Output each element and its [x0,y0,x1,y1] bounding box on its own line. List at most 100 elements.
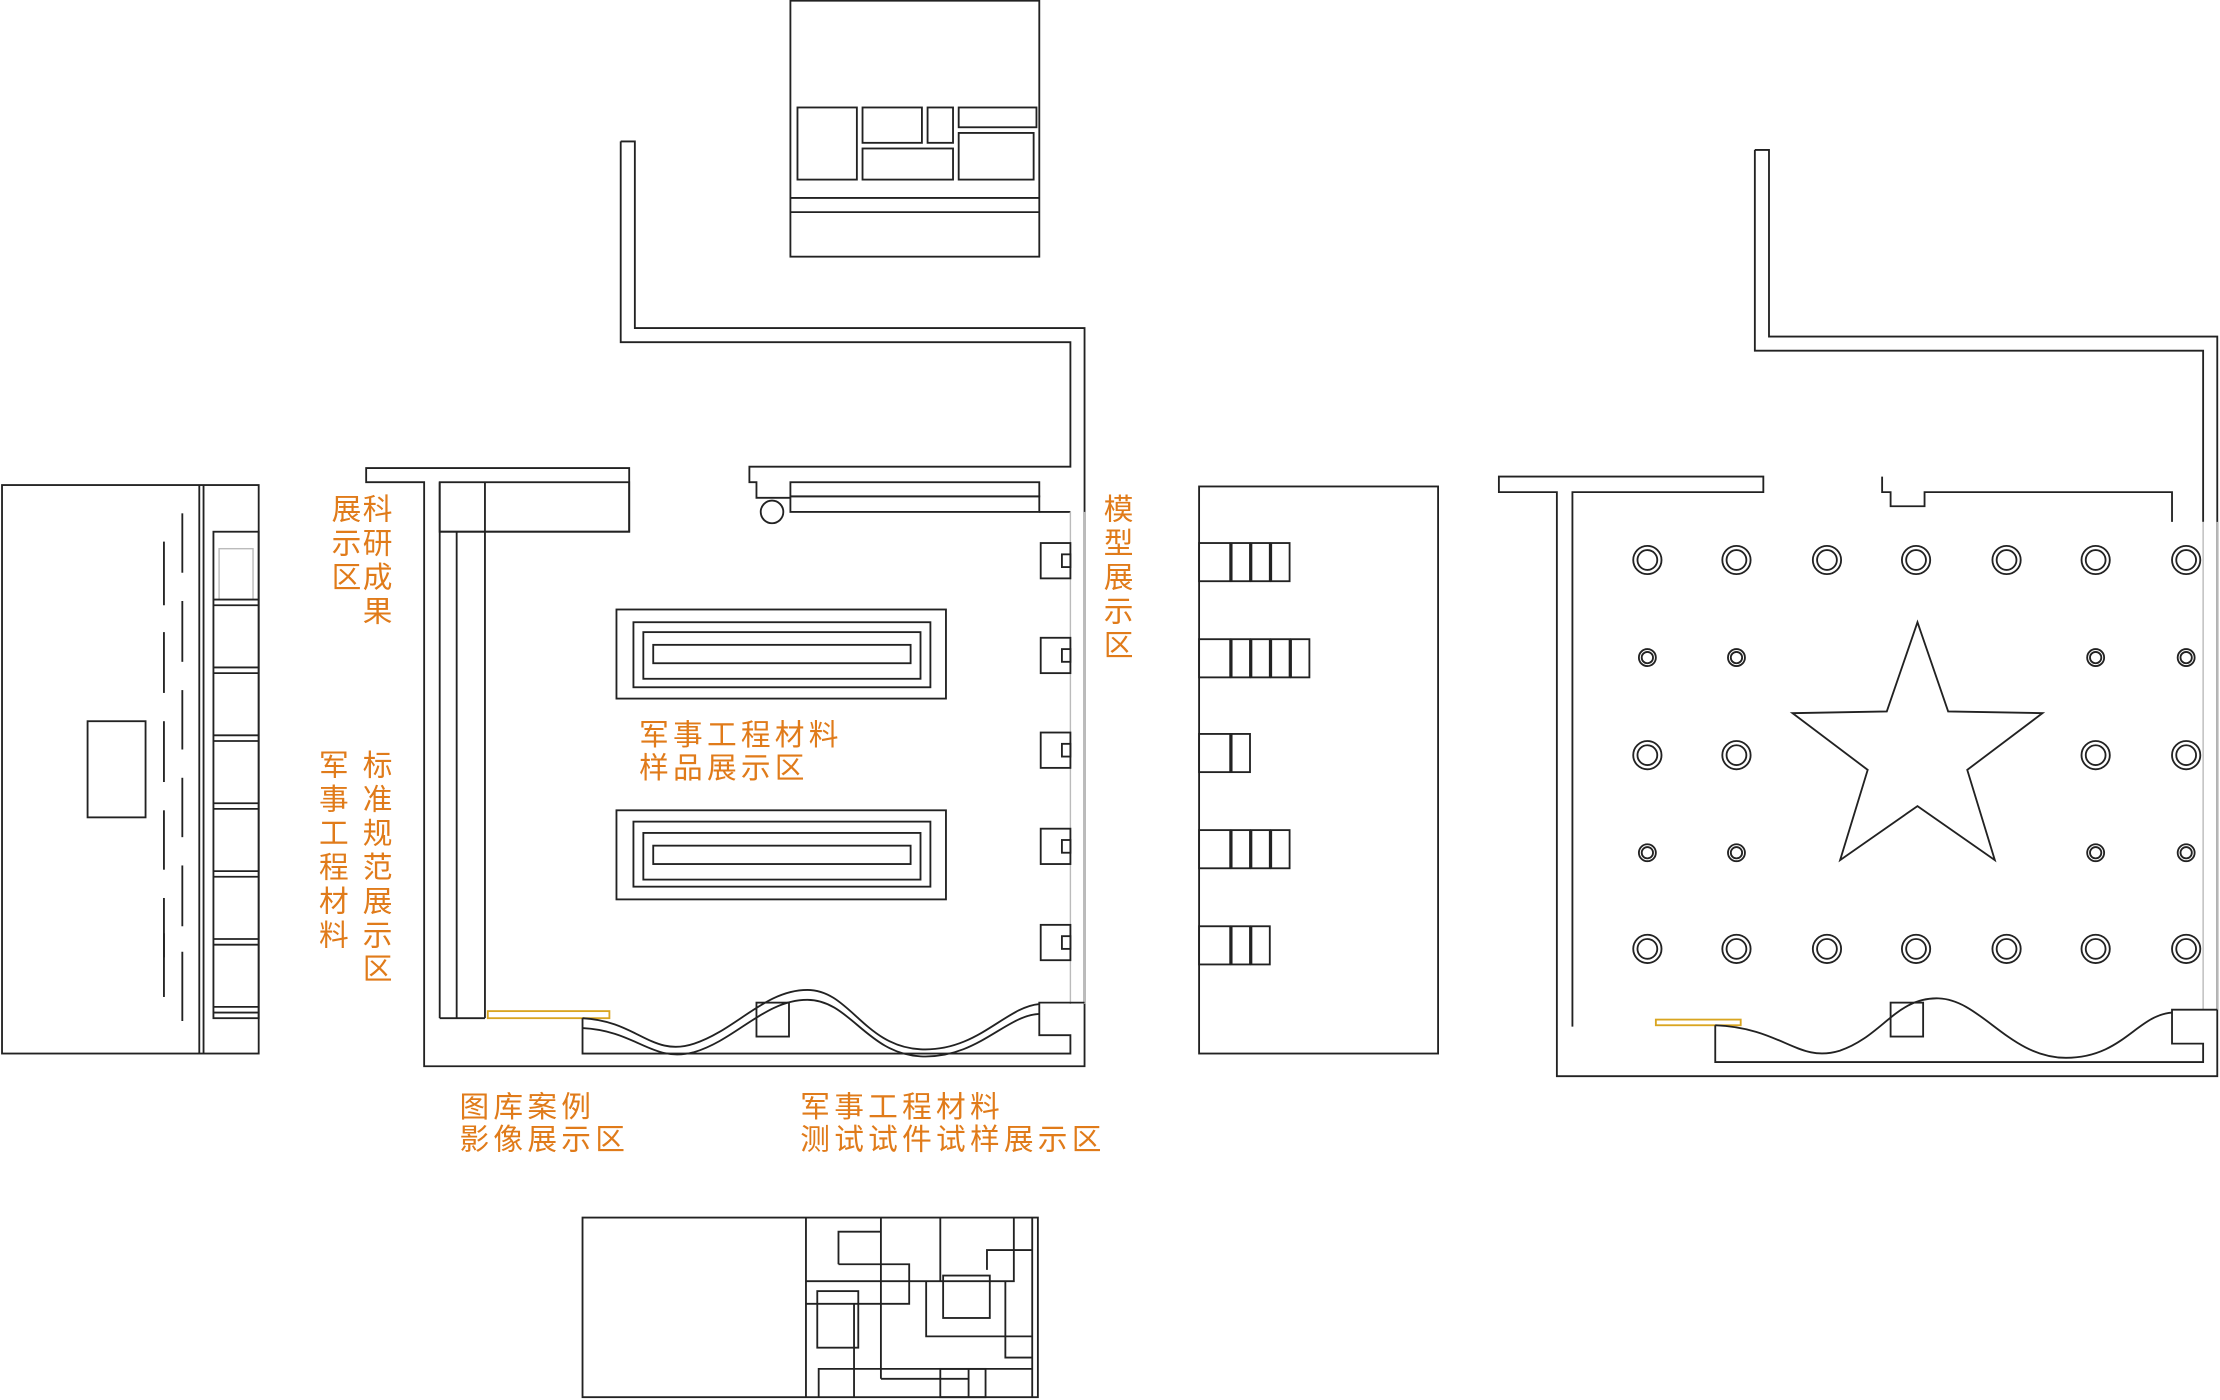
sample-display-table [615,809,947,901]
label-model-area: 模型展示区 [1098,494,1133,664]
ceiling-light-inner [1905,938,1927,960]
label-samples-line2: 样品展示区 [639,751,809,786]
ceiling-light-inner [1905,549,1927,571]
elevation-panel [1198,829,1232,870]
ceiling-light-inner [1725,744,1748,766]
ceiling-light-inner [1816,938,1838,960]
ceiling-light-inner [2175,549,2197,571]
elevation-panel [1230,542,1251,583]
label-research-results-col1: 科研成果 [357,494,392,630]
label-testing-line1: 军事工程材料 [800,1090,1004,1125]
ceiling-plan [1497,148,2219,1078]
ceiling-light-inner [2084,549,2107,571]
ceiling-light-icon [1727,648,1746,667]
top-wall-elevation [789,0,1041,258]
elevation-panel [1230,638,1251,679]
ceiling-light-icon [2171,933,2202,964]
case-handle [1061,742,1072,758]
ceiling-light-icon [1637,843,1657,863]
elevation-panel [1290,638,1311,679]
ceiling-light-inner [2175,938,2197,960]
ceiling-light-icon [2176,843,2196,863]
ceiling-light-icon [2086,843,2106,863]
case-handle [1061,553,1072,568]
ceiling-light-inner [1636,549,1659,571]
ceiling-light-icon [1632,740,1663,771]
wall-display-case [1039,636,1072,675]
ceiling-light-icon [2080,740,2111,771]
bottom-wall-elevation [581,1216,1039,1399]
ceiling-light-icon [1632,544,1663,576]
label-standards-col1: 标准规范展示区 [357,749,392,987]
ceiling-light-icon [2176,648,2196,667]
ceiling-light-inner [2179,846,2193,860]
ceiling-light-icon [1811,544,1843,576]
wall-display-case [1039,827,1072,865]
ceiling-light-inner [1725,938,1748,960]
ceiling-light-icon [2171,740,2202,771]
label-testing-line2: 测试试件试样展示区 [800,1123,1105,1158]
ceiling-light-icon [1727,843,1746,863]
ceiling-light-icon [1811,933,1843,964]
ceiling-light-inner [1725,549,1748,571]
case-handle [1061,648,1072,663]
ceiling-light-icon [1901,544,1932,576]
ceiling-light-inner [1640,846,1654,860]
elevation-panel [1250,542,1271,583]
elevation-panel [1198,733,1232,774]
label-research-results-col2: 展示区 [326,494,361,596]
elevation-panel [1270,829,1291,870]
case-handle [1061,935,1072,950]
ceiling-light-icon [2086,648,2106,667]
ceiling-light-icon [1632,933,1663,964]
label-standards-col2: 军事工程材料 [313,749,348,953]
star-feature [1789,619,2046,863]
wave-display-wall [581,988,1085,1058]
ceiling-light-inner [2089,651,2103,665]
case-handle [1061,839,1072,854]
entrance-door [1654,1018,1742,1027]
ceiling-light-inner [1995,549,2018,571]
elevation-panel [1230,829,1251,870]
elevation-panel [1230,925,1251,966]
label-gallery-line1: 图库案例 [459,1090,595,1125]
ceiling-light-icon [2080,544,2111,576]
column-icon [759,499,785,525]
elevation-panel [1198,925,1232,966]
ceiling-light-icon [1721,933,1752,964]
main-floor-plan [365,140,1086,1068]
ceiling-light-icon [2080,933,2111,964]
ceiling-light-inner [1640,651,1654,665]
ceiling-light-inner [1729,846,1744,860]
display-screen [86,720,147,819]
entrance-door [486,1010,611,1020]
wall-display-case [1039,542,1072,580]
wall-display-case [1039,923,1072,962]
right-wall-elevation [1198,485,1439,1055]
ceiling-light-inner [2084,744,2107,766]
ceiling-light-icon [1991,544,2022,576]
ceiling-light-inner [1729,651,1744,665]
sample-display-table [615,608,947,700]
elevation-panel [1270,542,1291,583]
label-gallery-line2: 影像展示区 [459,1123,629,1158]
wall-display-case [1039,731,1072,769]
ceiling-light-inner [2179,651,2193,665]
elevation-panel [1250,925,1271,966]
elevation-panel [1250,638,1271,679]
elevation-panel [1198,542,1232,583]
label-samples-line1: 军事工程材料 [639,718,843,753]
ceiling-light-icon [1901,933,1932,964]
elevation-panel [1230,733,1251,774]
ceiling-light-inner [2175,744,2197,766]
ceiling-light-inner [1636,938,1659,960]
ceiling-light-inner [2089,846,2103,860]
ceiling-light-icon [1721,740,1752,771]
ceiling-light-icon [2171,544,2202,576]
ceiling-light-icon [1991,933,2022,964]
left-wall-elevation [1,484,260,1055]
ceiling-light-inner [1636,744,1659,766]
elevation-panel [1250,829,1271,870]
elevation-panel [1198,638,1232,679]
